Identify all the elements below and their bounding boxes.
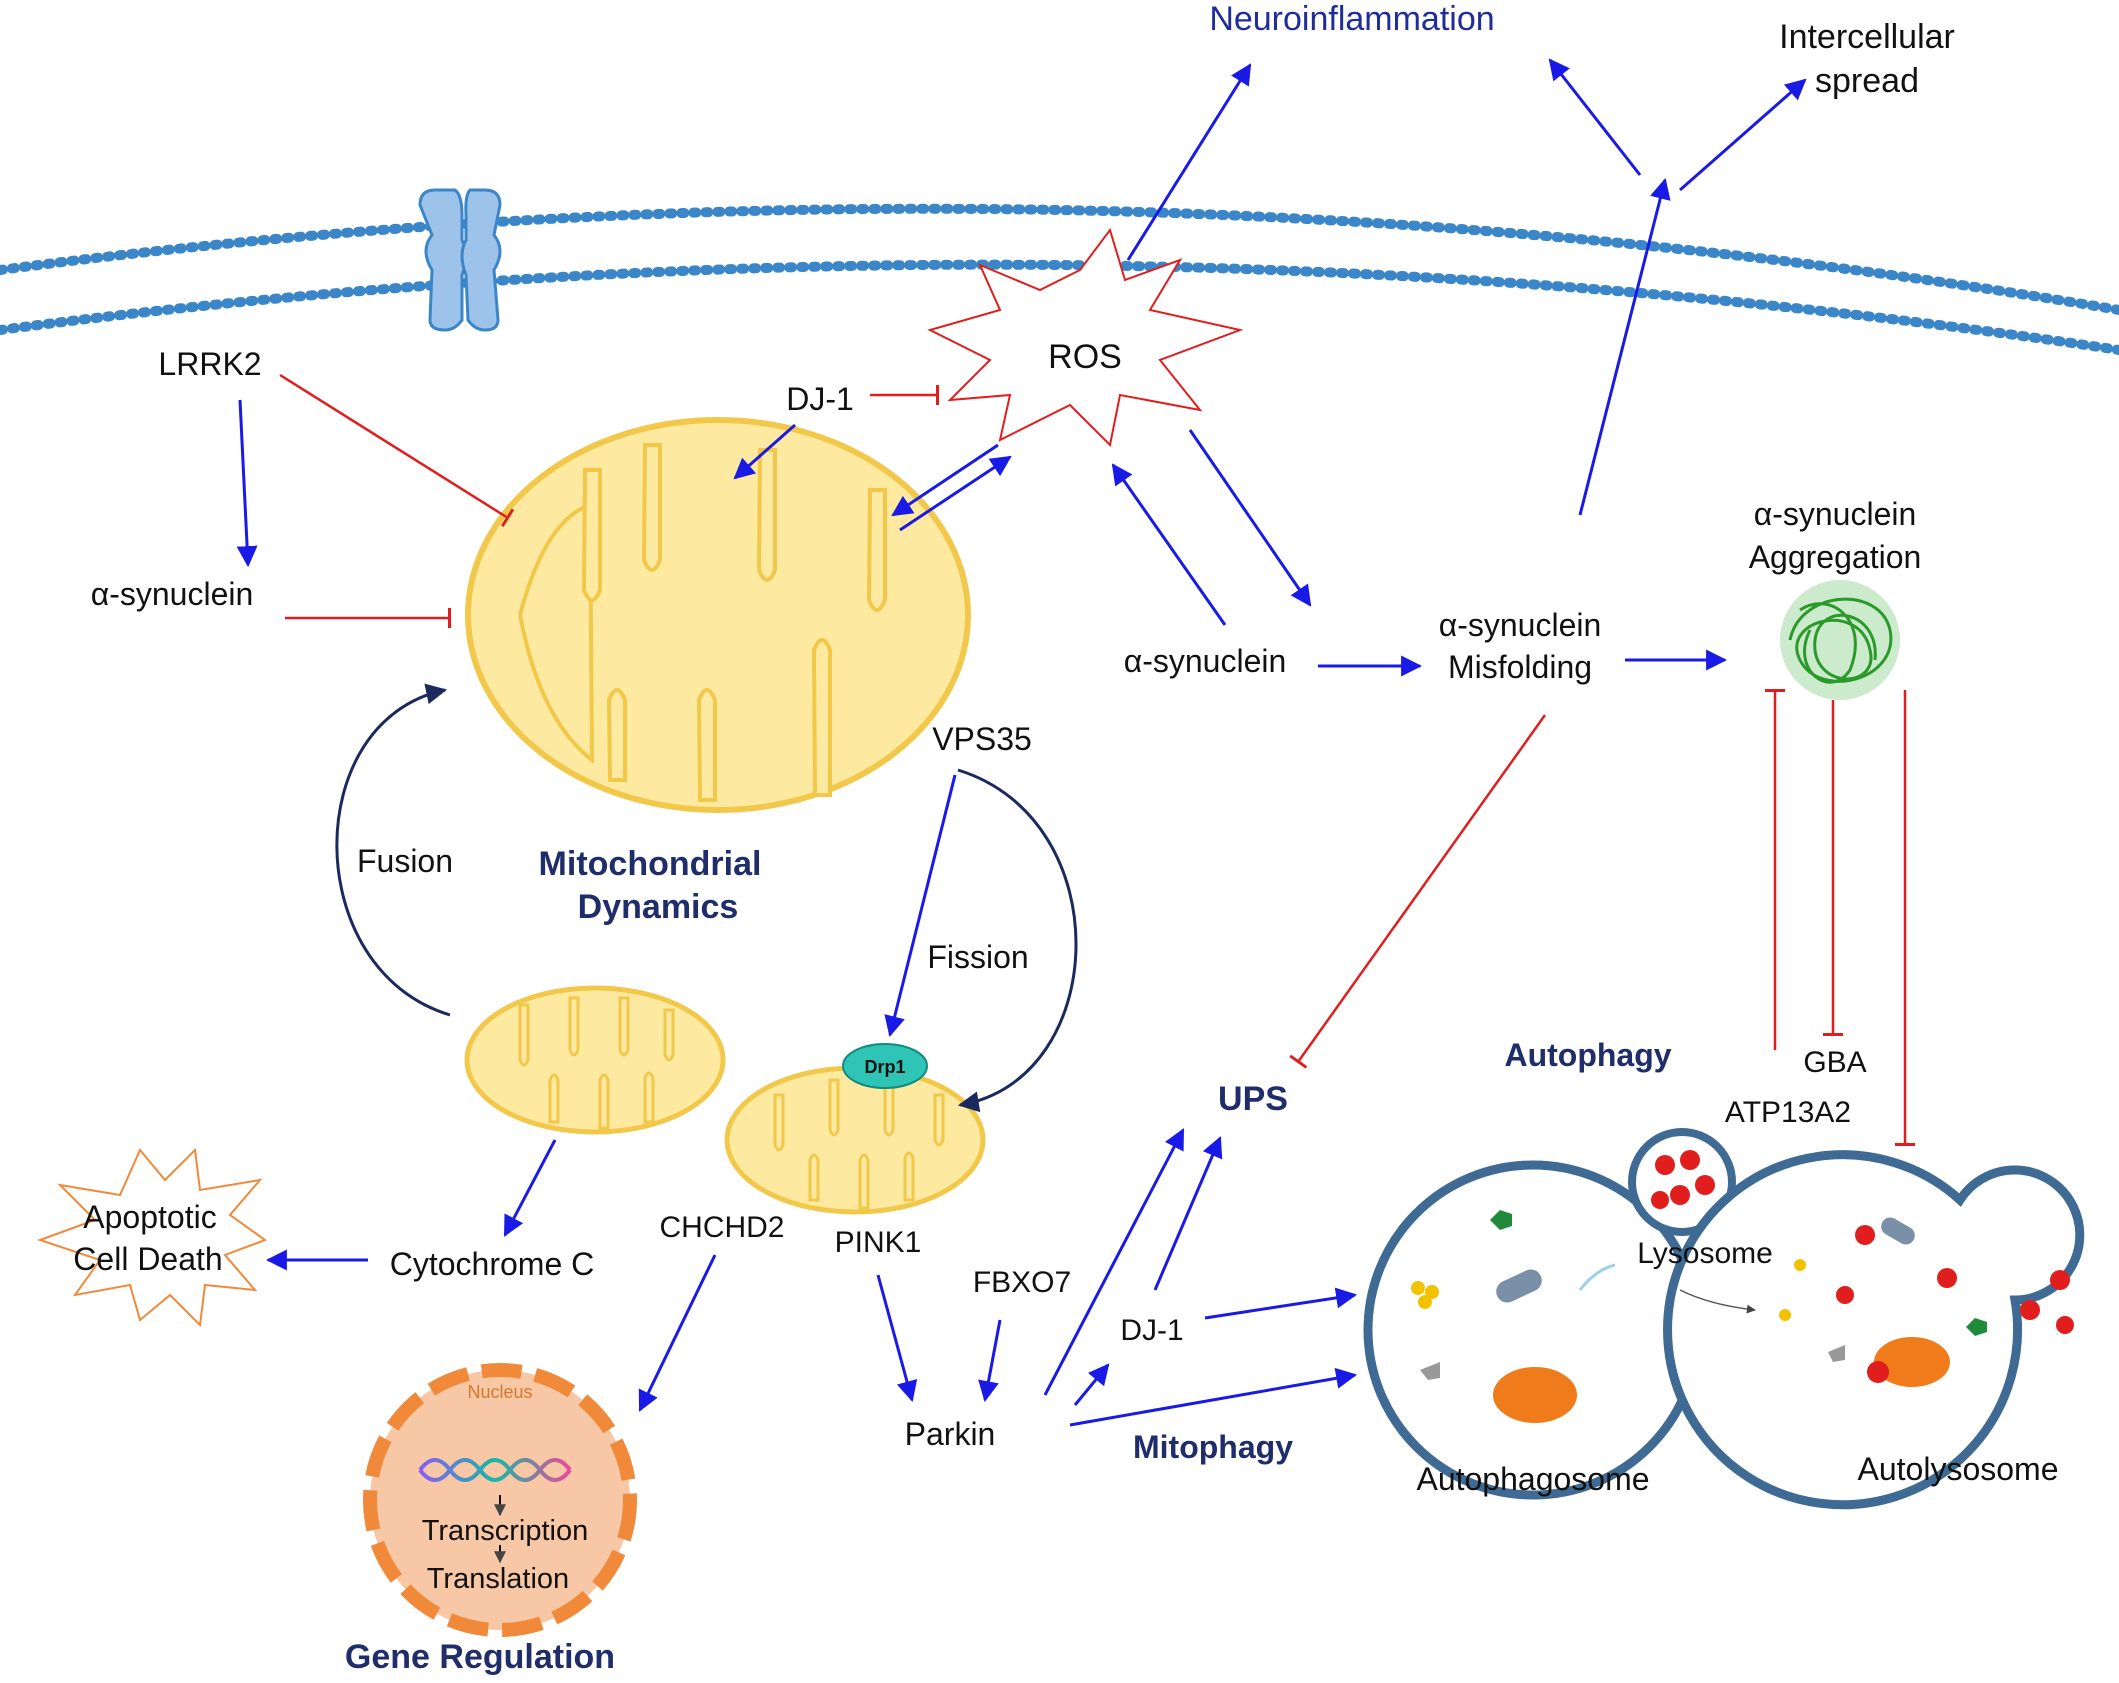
fission-label: Fission — [927, 939, 1028, 975]
gene-regulation-label: Gene Regulation — [345, 1638, 615, 1676]
gba-label: GBA — [1803, 1046, 1866, 1079]
fusion-connector — [1679, 1289, 1756, 1314]
fusion-label: Fusion — [357, 843, 453, 879]
mito-dynamics-label-2: Dynamics — [578, 888, 739, 926]
autolysosome-label: Autolysosome — [1858, 1451, 2059, 1487]
dj1-bottom-label: DJ-1 — [1120, 1314, 1183, 1347]
activation-arrows — [236, 58, 1807, 1427]
ion-channel-icon — [418, 188, 502, 332]
asyn-left-label: α-synuclein — [91, 576, 254, 612]
ros-burst — [927, 227, 1244, 448]
aggregation-label-2: Aggregation — [1749, 539, 1922, 575]
ros-label: ROS — [1048, 338, 1122, 376]
autophagy-label: Autophagy — [1504, 1037, 1671, 1073]
cytochrome-label: Cytochrome C — [390, 1246, 595, 1282]
inhibition-arrows — [279, 373, 1915, 1146]
drp1-label: Drp1 — [864, 1057, 905, 1077]
mitochondrion-small-left — [464, 985, 726, 1135]
pink1-label: PINK1 — [835, 1226, 922, 1259]
parkin-label: Parkin — [905, 1416, 996, 1452]
drp1-protein — [842, 1043, 928, 1089]
apoptotic-label-1: Apoptotic — [83, 1199, 216, 1235]
aggregation-label-1: α-synuclein — [1754, 496, 1917, 532]
lrrk2-label: LRRK2 — [158, 346, 261, 382]
mito-dynamics-label-1: Mitochondrial — [539, 845, 762, 883]
intercellular-label-1: Intercellular — [1779, 18, 1955, 56]
misfolding-label-1: α-synuclein — [1439, 607, 1602, 643]
dj1-top-label: DJ-1 — [786, 381, 854, 417]
fbxo7-label: FBXO7 — [973, 1266, 1071, 1299]
autolysosome — [1663, 1150, 2085, 1510]
translation-label: Translation — [427, 1563, 569, 1595]
vps35-label: VPS35 — [932, 721, 1032, 757]
aggregate-icon — [1780, 580, 1900, 700]
asyn-mid-label: α-synuclein — [1124, 643, 1287, 679]
lysosome-label: Lysosome — [1637, 1237, 1773, 1270]
nucleus-label: Nucleus — [467, 1382, 532, 1402]
autophagosome-label: Autophagosome — [1416, 1461, 1649, 1497]
mitophagy-label: Mitophagy — [1133, 1429, 1293, 1465]
chchd2-label: CHCHD2 — [659, 1211, 784, 1244]
misfolding-label-2: Misfolding — [1448, 649, 1592, 685]
neuroinflammation-label: Neuroinflammation — [1209, 0, 1494, 38]
lysosome — [1628, 1128, 1736, 1236]
transcription-label: Transcription — [422, 1515, 589, 1547]
mitochondrion-small-right — [724, 1065, 986, 1215]
apoptotic-burst — [36, 1147, 268, 1328]
atp13a2-label: ATP13A2 — [1725, 1096, 1851, 1129]
apoptotic-label-2: Cell Death — [73, 1241, 222, 1277]
ups-label: UPS — [1218, 1080, 1288, 1118]
cell-membrane — [0, 203, 2119, 355]
cycle-arrows — [335, 683, 1078, 1113]
mitochondrion-large — [465, 417, 971, 813]
nucleus — [363, 1363, 637, 1637]
intercellular-label-2: spread — [1815, 62, 1919, 100]
